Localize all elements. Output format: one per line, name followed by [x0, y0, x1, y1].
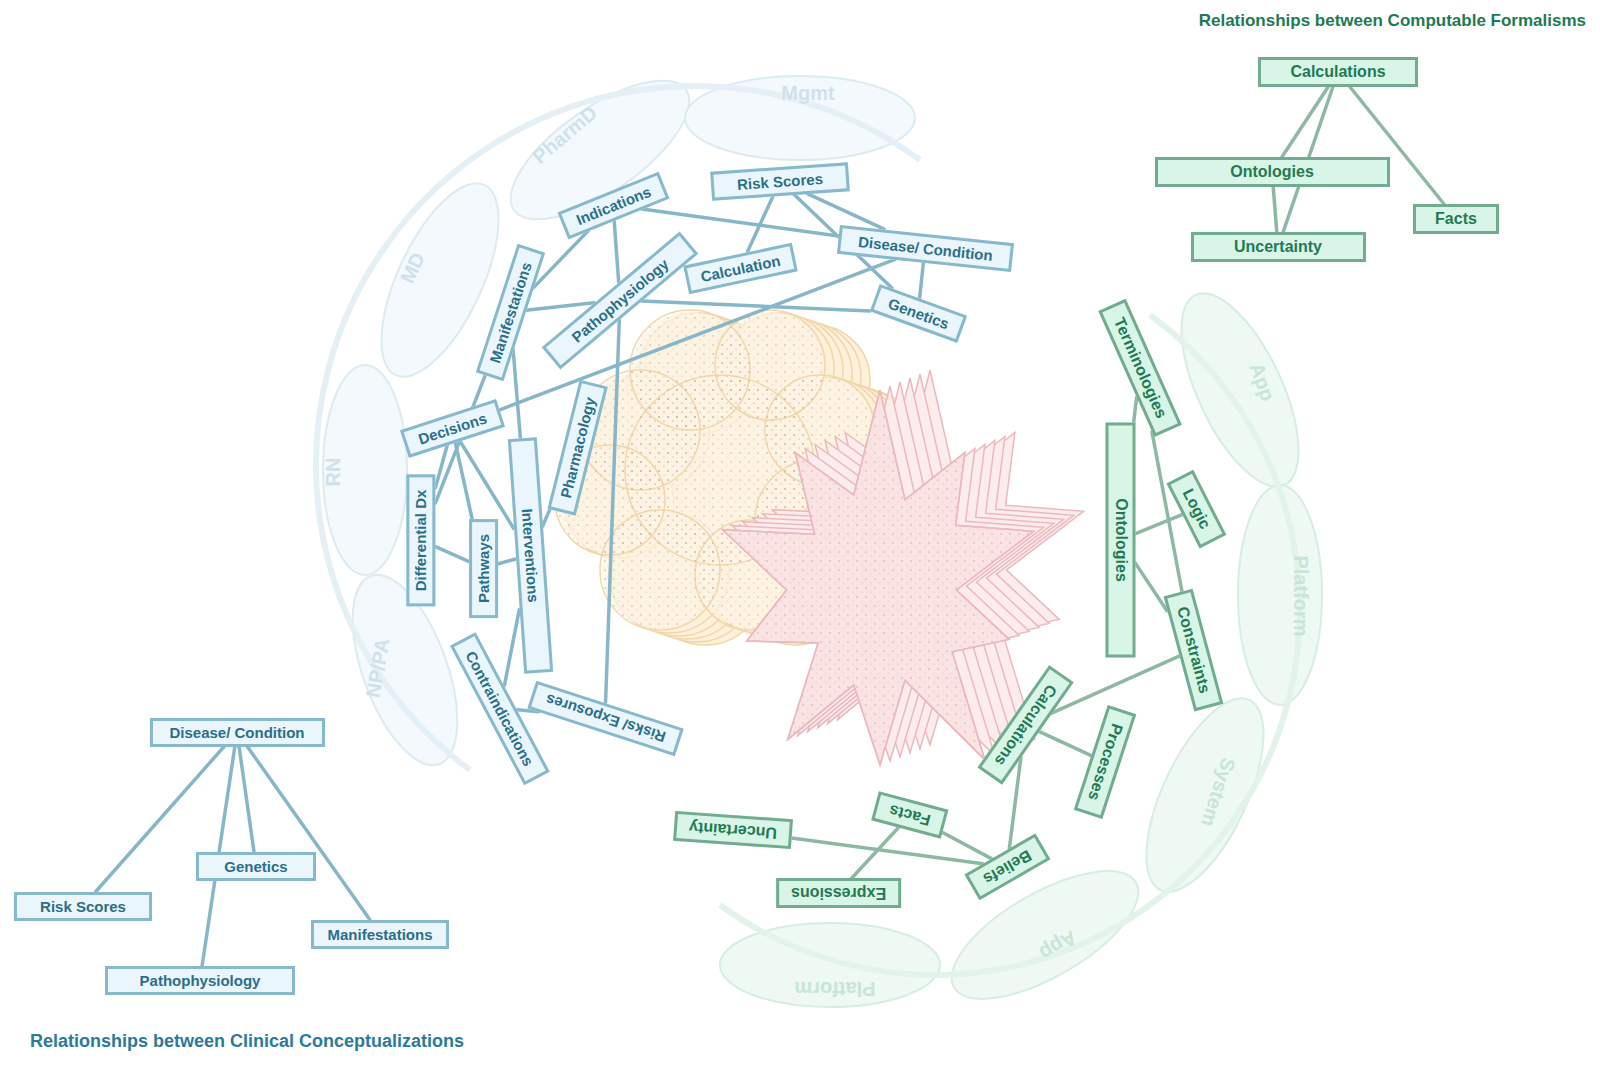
watermark-label: Mgmt [781, 82, 834, 105]
connector-line [1273, 187, 1277, 232]
concept-box: Ontologies [1155, 157, 1390, 187]
concept-box: Expressions [776, 878, 901, 908]
diagram-caption: Relationships between Clinical Conceptua… [30, 1031, 464, 1052]
concept-box: Risk Scores [710, 162, 850, 201]
concept-box: Ontologies [1105, 423, 1135, 658]
box-text: Manifestations [486, 259, 535, 364]
box-text: Uncertainty [1234, 238, 1322, 255]
watermark-label: Platform [794, 977, 875, 1000]
box-text: Terminologies [1111, 315, 1171, 421]
connector-line [1135, 515, 1182, 534]
box-text: Risk Scores [737, 170, 824, 193]
diagram-title: Relationships between Computable Formali… [1199, 11, 1586, 31]
connector-line [513, 349, 520, 437]
connector-line [1152, 432, 1182, 592]
box-text: Risk Scores [40, 898, 126, 915]
concept-box: Manifestations [311, 920, 449, 949]
connector-line [748, 196, 774, 252]
box-text: Facts [1435, 210, 1477, 227]
connector-line [807, 194, 884, 230]
connector-line [641, 301, 869, 311]
connector-line [1134, 397, 1137, 422]
concept-box: Genetics [869, 283, 967, 342]
watermark-label: Platform [1289, 555, 1312, 636]
box-text: Expressions [791, 885, 886, 902]
connector-line [239, 747, 254, 852]
box-text: Calculations [1290, 63, 1385, 80]
box-text: Genetics [886, 294, 951, 332]
box-text: Uncertainty [688, 819, 777, 842]
connector-line [1135, 563, 1167, 611]
box-text: Ontologies [1230, 163, 1314, 180]
box-text: Decisions [416, 409, 489, 447]
concept-box: Pathophysiology [105, 966, 295, 995]
box-text: Facts [887, 802, 932, 829]
connector-line [247, 747, 369, 920]
concept-box: Facts [1413, 204, 1499, 234]
connector-line [436, 547, 469, 562]
concept-box: Pathways [469, 518, 498, 617]
box-text: Pathophysiology [140, 972, 261, 989]
concept-box: Uncertainty [673, 811, 793, 849]
connector-line [1039, 731, 1091, 755]
box-text: Pathways [475, 533, 492, 602]
concept-box: Facts [871, 791, 948, 839]
concept-box: Disease/ Condition [836, 224, 1013, 271]
connector-line [943, 832, 992, 858]
connector-line [920, 262, 924, 298]
box-text: Constraints [1174, 605, 1213, 695]
petal-ring [720, 277, 1322, 1024]
concept-box: Logic [1166, 470, 1226, 548]
concept-box: Decisions [399, 399, 504, 458]
connector-line [543, 509, 551, 526]
box-text: Genetics [224, 858, 287, 875]
connector-line [504, 610, 519, 686]
connector-line [526, 303, 594, 310]
concept-box: Calculation [683, 242, 797, 293]
connector-line [642, 209, 838, 236]
connector-line [498, 559, 516, 564]
watermark-label: RN [322, 458, 345, 487]
concept-box: Disease/ Condition [150, 718, 325, 747]
connector-line [436, 445, 448, 488]
box-text: Logic [1179, 486, 1214, 532]
concept-box: Processes [1074, 705, 1137, 819]
connector-line [792, 838, 983, 864]
connector-line [460, 441, 514, 529]
concept-box: Risk Scores [14, 892, 152, 921]
connector-line [614, 220, 619, 282]
connector-line [606, 320, 620, 703]
concept-box: Differential Dx [406, 474, 435, 606]
box-text: Disease/ Condition [169, 724, 304, 741]
concept-box: Constraints [1163, 589, 1223, 712]
box-text: Calculation [699, 251, 782, 284]
concept-box: Genetics [196, 852, 316, 881]
concept-box: Terminologies [1098, 299, 1182, 437]
concept-box: Uncertainty [1191, 232, 1366, 262]
box-text: Differential Dx [412, 489, 429, 591]
concept-box: Calculations [1258, 57, 1418, 87]
box-text: Beliefs [981, 847, 1035, 888]
box-text: Ontologies [1112, 498, 1129, 582]
box-text: Manifestations [327, 926, 432, 943]
box-text: Disease/ Condition [857, 232, 993, 263]
box-text: Processes [1085, 721, 1126, 802]
box-text: Interventions [518, 507, 542, 602]
